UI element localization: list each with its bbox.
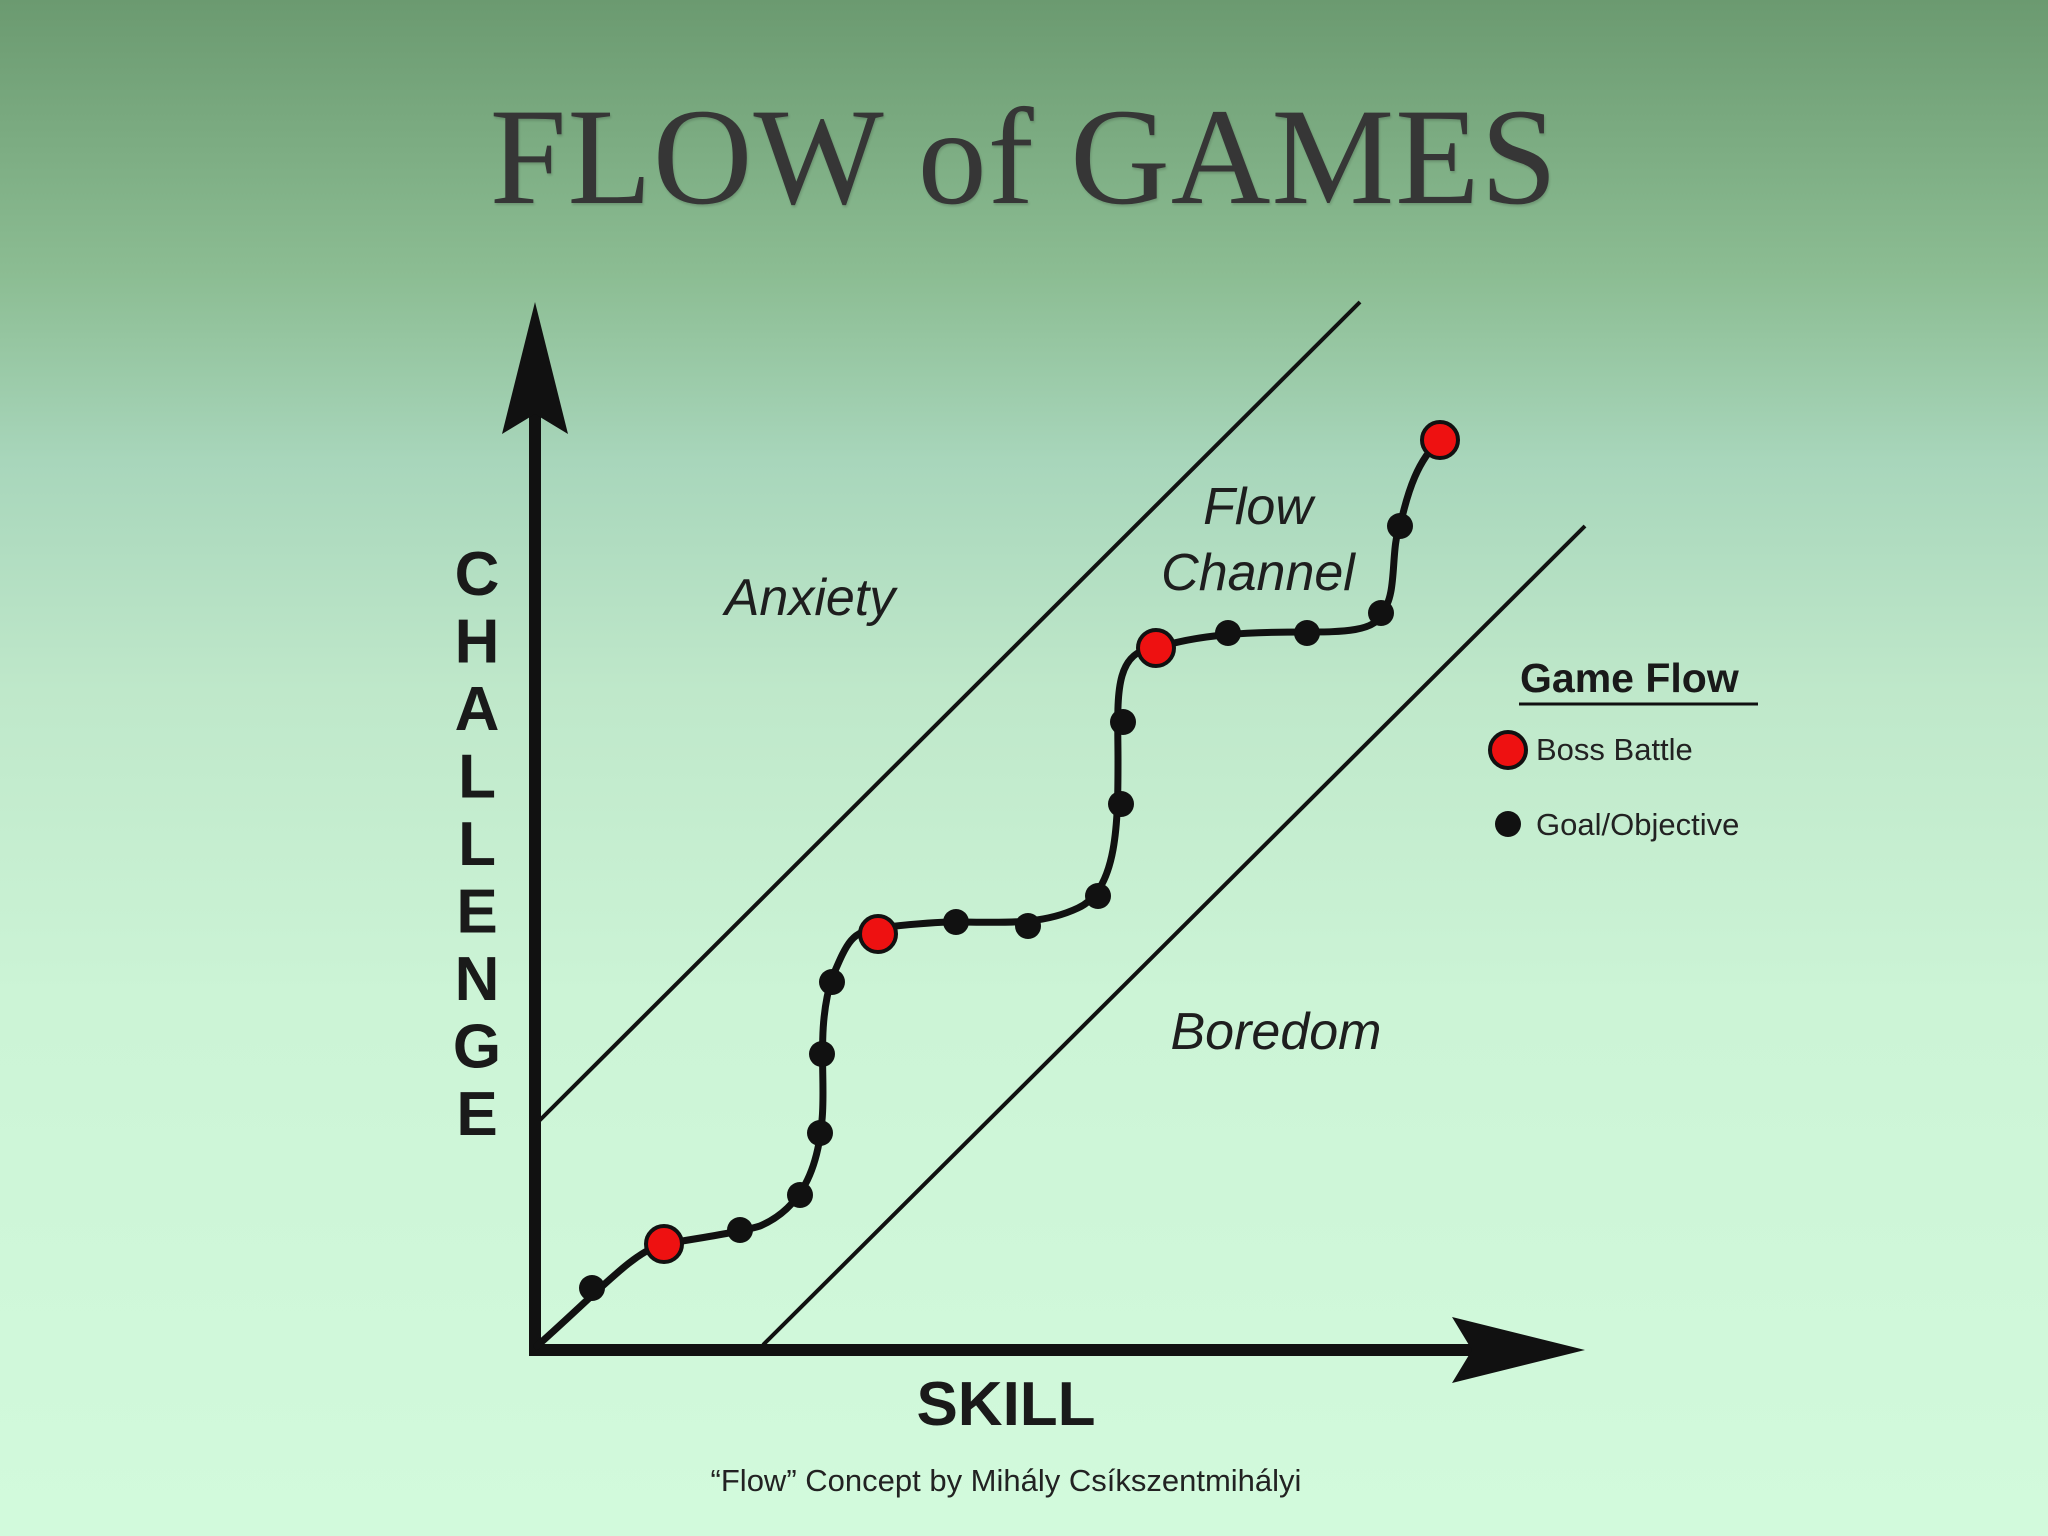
credit-line: “Flow” Concept by Mihály Csíkszentmihály… (711, 1463, 1302, 1498)
boss-marker (1420, 420, 1460, 460)
y-axis-label-letter: G (453, 1013, 501, 1082)
y-axis-label-letter: N (455, 945, 500, 1014)
legend-boss-label: Boss Battle (1536, 732, 1693, 767)
y-axis-label-letter: L (458, 743, 496, 812)
boss-marker (644, 1224, 684, 1264)
goal-marker (809, 1041, 835, 1067)
y-axis-label-letter: L (458, 810, 496, 879)
legend: Game Flow Boss Battle Goal/Objective (1488, 655, 1758, 842)
x-axis (529, 1317, 1585, 1383)
y-axis-label-letter: H (455, 608, 500, 677)
goal-marker (1015, 913, 1041, 939)
goal-marker (727, 1217, 753, 1243)
goal-marker (579, 1275, 605, 1301)
y-axis-label-letter: C (455, 540, 500, 609)
goal-marker (1368, 600, 1394, 626)
legend-title: Game Flow (1520, 655, 1739, 701)
flow-channel-label-line2: Channel (1161, 544, 1356, 602)
goal-marker (807, 1120, 833, 1146)
anxiety-label: Anxiety (722, 569, 899, 627)
anxiety-boundary-line (535, 300, 1362, 1125)
goal-marker (1108, 791, 1134, 817)
y-axis-label-letter: A (455, 675, 500, 744)
flow-channel-label-line1: Flow (1203, 478, 1316, 536)
goal-marker (1085, 883, 1111, 909)
x-axis-label: SKILL (916, 1370, 1095, 1439)
boredom-boundary-line (761, 524, 1587, 1347)
goal-marker (1387, 513, 1413, 539)
y-axis (502, 302, 568, 1350)
boss-marker (1136, 628, 1176, 668)
boss-marker (858, 914, 898, 954)
legend-boss-icon (1488, 730, 1528, 770)
goal-marker (787, 1182, 813, 1208)
boss-markers (644, 420, 1460, 1264)
legend-goal-icon (1495, 811, 1521, 837)
y-axis-label-letter: E (456, 878, 497, 947)
boredom-label: Boredom (1171, 1003, 1382, 1061)
goal-marker (943, 909, 969, 935)
goal-marker (1110, 709, 1136, 735)
goal-marker (819, 969, 845, 995)
goal-marker (1294, 620, 1320, 646)
goal-marker (1215, 620, 1241, 646)
goal-markers (579, 513, 1413, 1301)
y-axis-label-letter: E (456, 1080, 497, 1149)
y-axis-arrowhead (502, 302, 568, 434)
slide-title: FLOW of GAMES (489, 80, 1559, 233)
legend-goal-label: Goal/Objective (1536, 807, 1739, 842)
x-axis-arrowhead (1452, 1317, 1585, 1383)
